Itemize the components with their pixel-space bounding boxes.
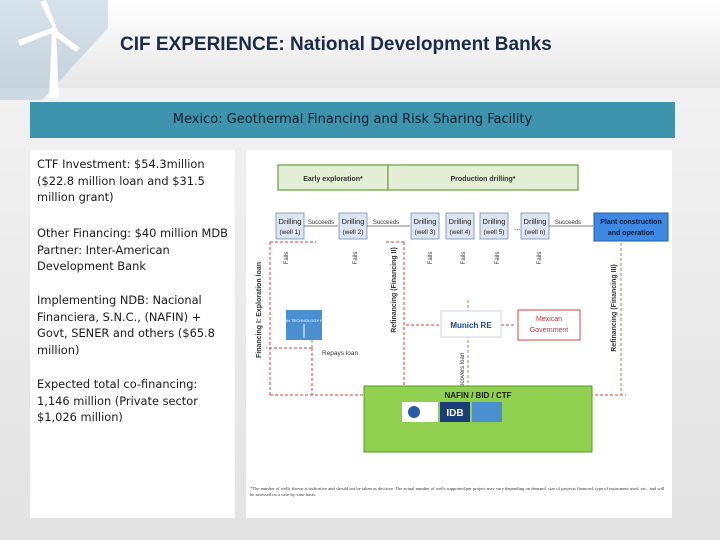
fails-label-5: Fails <box>495 252 501 265</box>
implementing-ndb-text: Implementing NDB: Nacional Financiera, S… <box>37 293 215 357</box>
well-2: Drilling (well 2) <box>338 212 368 240</box>
munich-re-text: Munich RE <box>450 321 492 330</box>
succeeds-label-3: Succeeds <box>555 220 581 226</box>
partner-logos: IDB <box>402 402 502 422</box>
svg-text:(well 2): (well 2) <box>343 229 364 236</box>
nafin-logo-icon <box>408 406 420 418</box>
financing-1-label: Financing I: Exploration loan <box>256 262 263 358</box>
svg-text:(well 5): (well 5) <box>484 229 505 236</box>
mexican-gov-line1: Mexican <box>536 316 562 323</box>
ctf-logo-text: CLEAN TECHNOLOGY FUND <box>277 318 332 323</box>
nafin-label: NAFIN / BID / CTF <box>444 391 511 400</box>
svg-text:Drilling: Drilling <box>342 217 365 226</box>
production-drilling-box <box>387 164 579 191</box>
slide-subtitle: Mexico: Geothermal Financing and Risk Sh… <box>172 112 533 127</box>
svg-text:Drilling: Drilling <box>483 217 506 226</box>
refinancing-3-label: Refinancing (Financing III) <box>611 264 618 352</box>
svg-text:(well 4): (well 4) <box>450 229 471 236</box>
other-financing-text: Other Financing: $40 million MDB Partner… <box>37 226 228 273</box>
ctf-small-logo <box>472 402 502 422</box>
svg-text:(well n): (well n) <box>525 229 546 236</box>
recovers-loan-label: Recovers loan <box>460 353 466 391</box>
subtitle-bar: Mexico: Geothermal Financing and Risk Sh… <box>30 102 675 138</box>
svg-text:Drilling: Drilling <box>279 217 302 226</box>
munich-re-logo: Munich RE <box>440 310 502 338</box>
fails-label-6: Fails <box>537 252 543 265</box>
svg-text:(well 3): (well 3) <box>415 229 436 236</box>
info-panel: CTF Investment: $54.3million ($22.8 mill… <box>30 150 235 518</box>
header-band <box>0 0 720 88</box>
plant-label-2: and operation <box>608 230 654 237</box>
succeeds-label-2: Succeeds <box>373 220 399 226</box>
well-5: Drilling (well 5) <box>479 212 509 240</box>
mexican-government-box: Mexican Government <box>517 309 581 341</box>
fails-label-3: Fails <box>428 252 434 265</box>
ctf-investment-text: CTF Investment: $54.3million ($22.8 mill… <box>37 157 205 204</box>
wind-turbine-logo <box>0 0 108 100</box>
svg-text:...: ... <box>514 223 521 232</box>
succeeds-label-1: Succeeds <box>308 220 334 226</box>
svg-text:Drilling: Drilling <box>414 217 437 226</box>
repays-loan-label: Repays loan <box>322 350 359 357</box>
production-drilling-label: Production drilling* <box>451 176 516 183</box>
diagram-footnote: *The number of wells shown is indicative… <box>250 486 665 497</box>
slide-title: CIF EXPERIENCE: National Development Ban… <box>120 34 552 55</box>
fails-label-1: Fails <box>284 252 290 265</box>
fails-label-4: Fails <box>461 252 467 265</box>
well-4: Drilling (well 4) <box>445 212 475 240</box>
co-financing-text: Expected total co-financing: 1,146 milli… <box>37 377 198 424</box>
svg-text:Drilling: Drilling <box>524 217 547 226</box>
well-1: Drilling (well 1) <box>275 212 305 240</box>
well-n: Drilling (well n) <box>520 212 550 240</box>
plant-label-1: Plant construction <box>600 219 661 226</box>
svg-text:Drilling: Drilling <box>449 217 472 226</box>
plant-construction-box <box>593 212 669 242</box>
fails-label-2: Fails <box>353 252 359 265</box>
early-exploration-label: Early exploration* <box>303 176 363 183</box>
idb-logo-text: IDB <box>446 408 463 419</box>
diagram-panel: Early exploration* Production drilling* … <box>246 150 672 518</box>
svg-text:(well 1): (well 1) <box>280 229 301 236</box>
financing-flow-diagram: Early exploration* Production drilling* … <box>250 164 669 497</box>
mexican-gov-line2: Government <box>530 327 569 334</box>
well-3: Drilling (well 3) <box>410 212 440 240</box>
refinancing-2-label: Refinancing (Financing II) <box>391 247 398 333</box>
ctf-logo: CLEAN TECHNOLOGY FUND <box>277 310 332 340</box>
